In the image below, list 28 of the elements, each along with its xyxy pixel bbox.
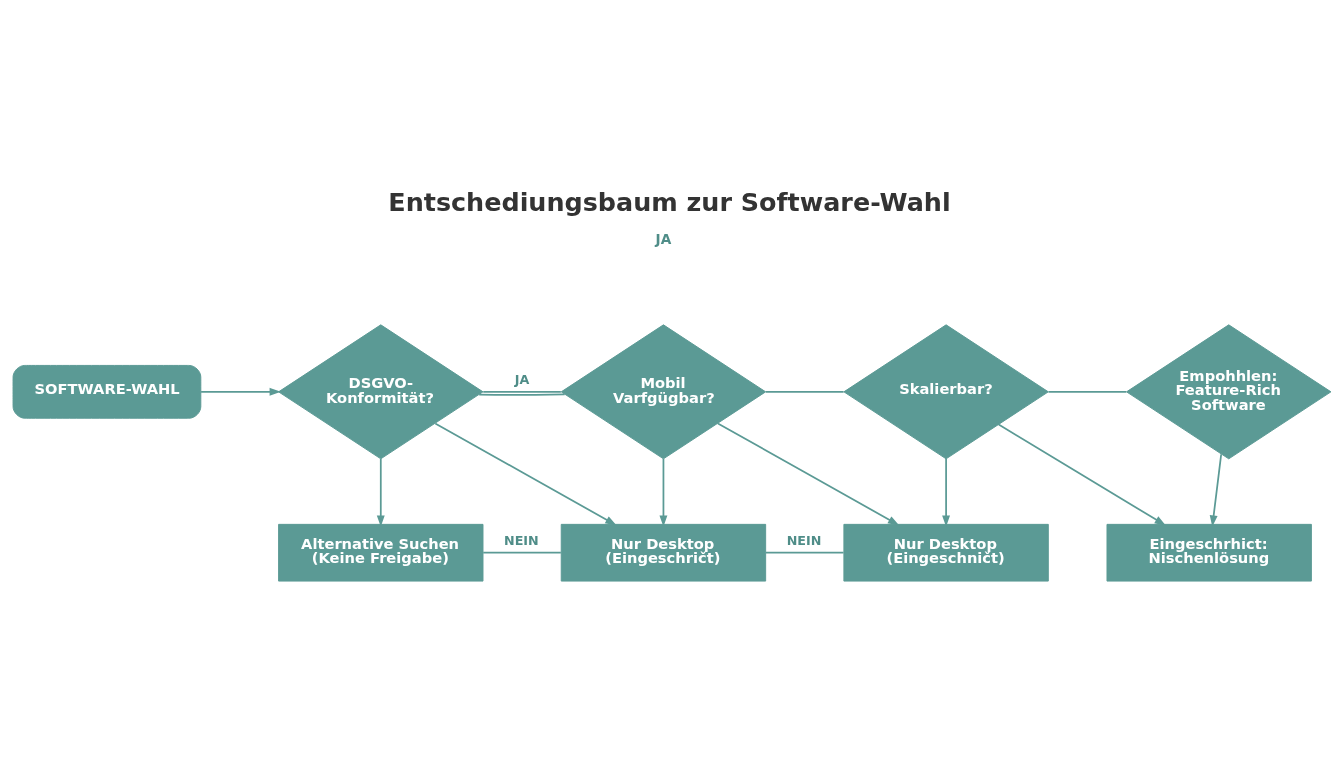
arrow	[942, 457, 951, 527]
arrow	[434, 422, 617, 525]
diagram-title: Entschediungsbaum zur Software-Wahl	[388, 186, 951, 217]
node-box: SOFTWARE-WAHL	[12, 364, 202, 419]
arrow	[659, 457, 668, 527]
node-diamond: Mobil Varfgügbar?	[560, 323, 767, 459]
arrow	[717, 422, 900, 525]
edge-label: NEIN	[504, 532, 539, 548]
connector	[478, 392, 566, 396]
node-box: Nur Desktop (Eingeschničt)	[843, 523, 1049, 582]
edge-label: NEIN	[786, 532, 822, 548]
connector	[764, 390, 845, 393]
connector	[765, 551, 845, 554]
arrow	[200, 387, 281, 396]
node-diamond: DSGVO-Konformität?	[278, 323, 484, 459]
node-diamond: Skalierbar?	[843, 323, 1049, 459]
node-diamond: Empohhlen: Feature-Rich Software	[1126, 323, 1332, 459]
label: JA	[655, 230, 672, 247]
connector	[482, 390, 562, 393]
node-box: Nur Desktop (Eingeschričt)	[560, 523, 767, 582]
node-box: Alternative Suchen (Keine Freigabe)	[278, 523, 484, 582]
arrow	[376, 457, 385, 527]
connector	[482, 551, 562, 554]
connector	[1047, 390, 1128, 393]
arrow	[1209, 452, 1223, 527]
arrow	[997, 423, 1166, 526]
edge-label: JA	[514, 371, 530, 387]
node-box: Eingeschrhict: Nischenlösung	[1106, 523, 1312, 582]
